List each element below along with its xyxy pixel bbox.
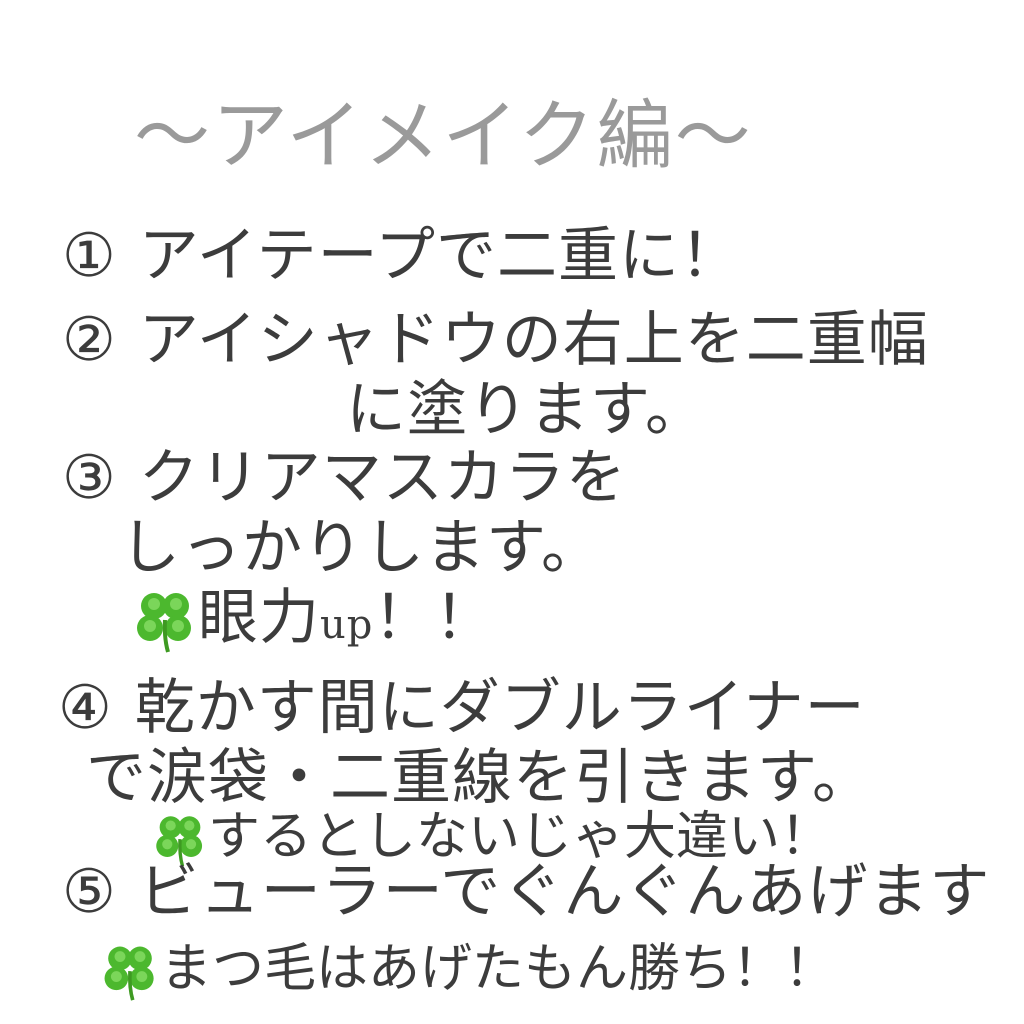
tip-text-end: ！！ <box>373 583 496 653</box>
step-4-tip: するとしないじゃ大違い！ <box>152 810 832 870</box>
page-title: 〜アイメイク編〜 <box>134 91 753 180</box>
tip-text: まつ毛はあげたもん勝ち！！ <box>160 939 837 999</box>
tip-text-latin: up <box>320 602 374 648</box>
step-number: ① <box>62 221 117 291</box>
step-text: アイシャドウの右上を二重幅 <box>138 305 929 375</box>
step-text: アイテープで二重に！ <box>138 221 741 291</box>
tip-text: 眼力 <box>198 583 320 653</box>
step-text: クリアマスカラを <box>138 443 627 513</box>
four-leaf-clover-icon <box>152 810 208 870</box>
step-3-tip: 眼力up！！ <box>132 588 495 654</box>
tip-text: するとしないじゃ大違い！ <box>208 807 833 867</box>
step-number: ④ <box>58 673 113 743</box>
step-number: ③ <box>62 443 117 513</box>
four-leaf-clover-icon <box>100 942 160 1002</box>
step-3-continued: しっかりします。 <box>120 513 602 583</box>
step-4-continued: で涙袋・二重線を引きます。 <box>86 743 873 813</box>
step-number: ② <box>62 305 117 375</box>
four-leaf-clover-icon <box>132 588 198 654</box>
step-number: ⑤ <box>62 857 117 927</box>
step-5-tip: まつ毛はあげたもん勝ち！！ <box>100 942 836 1002</box>
step-text: 乾かす間にダブルライナー <box>134 673 866 743</box>
step-text: ビューラーでぐんぐんあげます <box>138 857 991 927</box>
step-2-continued: に塗ります。 <box>346 375 706 445</box>
